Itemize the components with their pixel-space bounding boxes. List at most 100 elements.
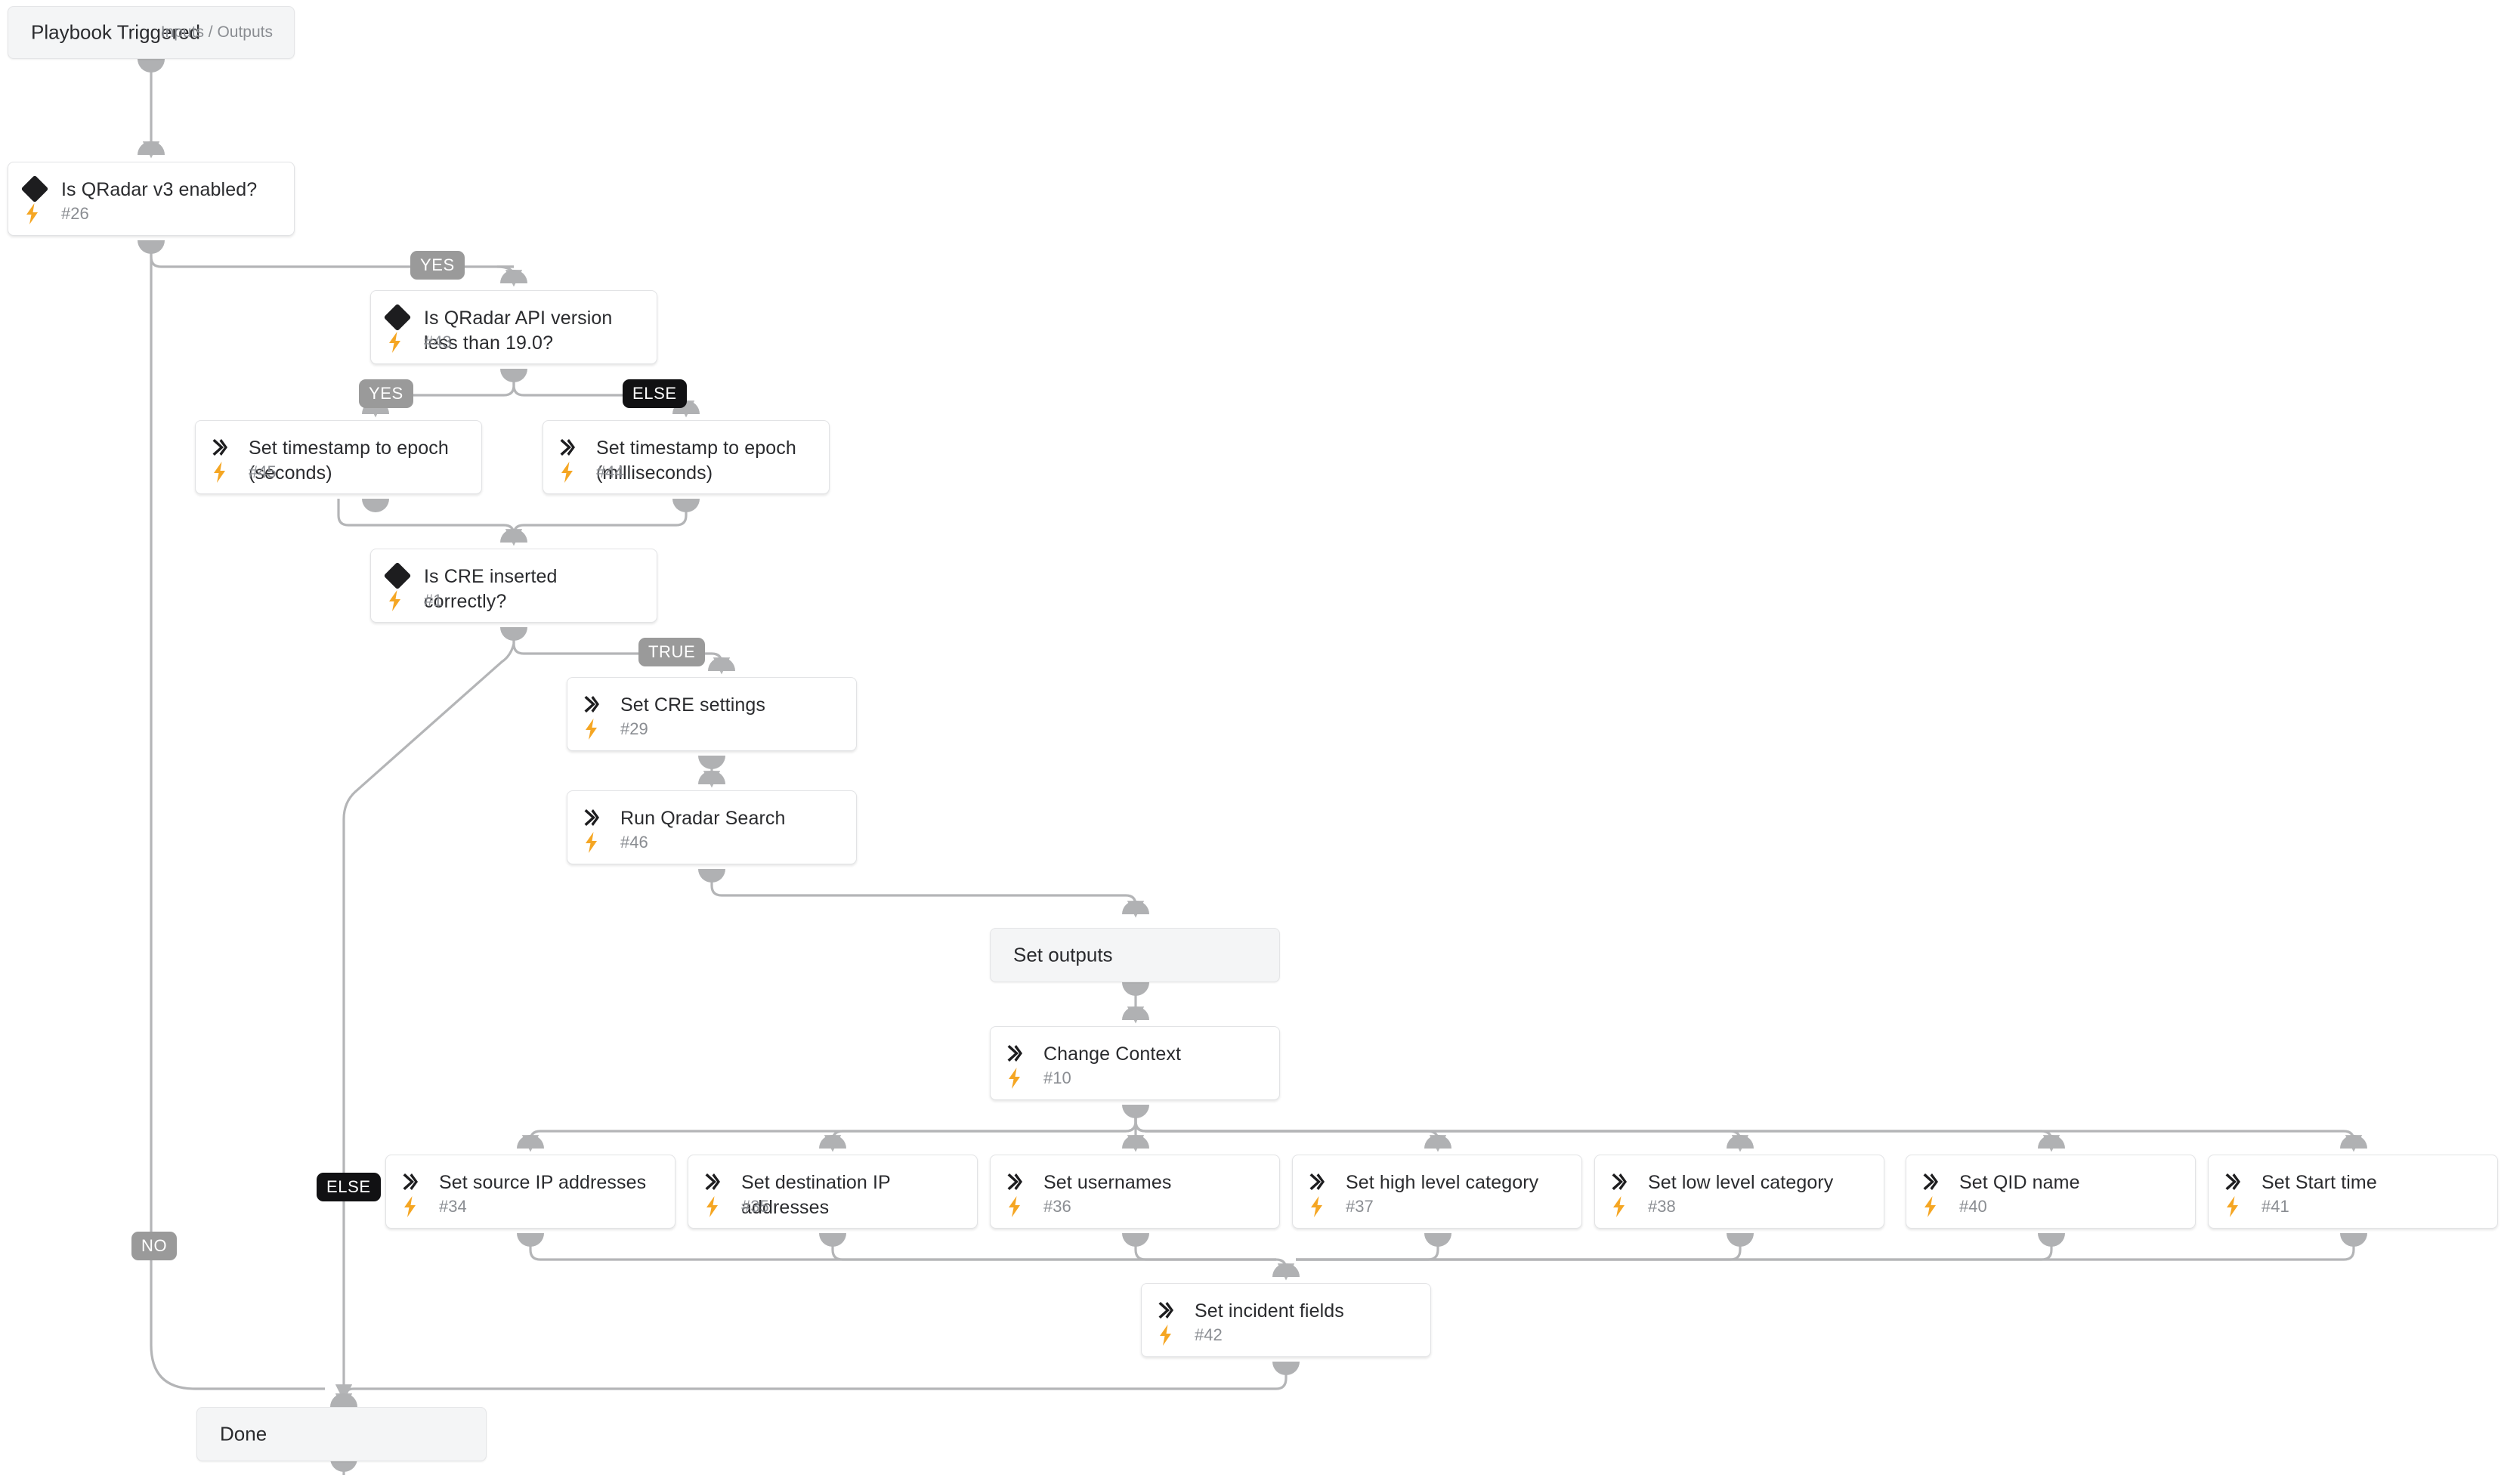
flow-node-n36[interactable]: Set usernames #36 xyxy=(990,1155,1280,1229)
node-id-ref: #42 xyxy=(1195,1325,1223,1344)
node-footer-row: #37 xyxy=(1293,1196,1581,1217)
flow-node-n34[interactable]: Set source IP addresses #34 xyxy=(385,1155,675,1229)
node-title-row: Set destination IP addresses xyxy=(688,1155,977,1220)
lightning-icon xyxy=(212,462,238,483)
flow-node-n41[interactable]: Set Start time#41 xyxy=(2208,1155,2498,1229)
node-footer-row: #45 xyxy=(196,462,481,483)
flow-node-n38[interactable]: Set low level category #38 xyxy=(1594,1155,1884,1229)
lightning-icon xyxy=(1612,1196,1637,1217)
chevron-icon xyxy=(584,808,610,827)
node-footer-row: #44 xyxy=(543,462,829,483)
node-label: Set CRE settings xyxy=(620,694,765,716)
flow-node-n1[interactable]: Is CRE inserted correctly?#1 xyxy=(370,549,657,623)
chevron-icon xyxy=(1309,1172,1335,1192)
node-footer-row: #42 xyxy=(1142,1325,1430,1346)
node-id-ref: #36 xyxy=(1043,1197,1071,1216)
node-title-row: Is QRadar API version less than 19.0? xyxy=(371,291,657,356)
flow-node-n10[interactable]: Change Context#10 xyxy=(990,1026,1280,1100)
node-footer-row: #40 xyxy=(1906,1196,2195,1217)
chevron-icon xyxy=(584,694,610,714)
chevron-icon xyxy=(2225,1172,2251,1192)
node-id-ref: #41 xyxy=(2261,1197,2289,1216)
flow-node-n37[interactable]: Set high level category #37 xyxy=(1292,1155,1582,1229)
node-footer-row: #38 xyxy=(1595,1196,1884,1217)
node-footer-row: #10 xyxy=(991,1068,1279,1089)
node-id-ref: #38 xyxy=(1648,1197,1676,1216)
done-node[interactable]: Done xyxy=(196,1407,487,1461)
flow-node-n43[interactable]: Is QRadar API version less than 19.0?#43 xyxy=(370,290,657,364)
node-title-row: Set high level category xyxy=(1293,1155,1581,1195)
chevron-icon xyxy=(1158,1300,1184,1320)
node-footer-row: #29 xyxy=(567,719,856,740)
node-title-row: Run Qradar Search xyxy=(567,791,856,831)
chevron-icon xyxy=(1612,1172,1637,1192)
flow-node-n35[interactable]: Set destination IP addresses#35 xyxy=(688,1155,978,1229)
lightning-icon xyxy=(1309,1196,1335,1217)
lightning-icon xyxy=(388,332,413,353)
flow-node-n29[interactable]: Set CRE settings #29 xyxy=(567,677,857,751)
chevron-icon xyxy=(560,437,586,457)
branch-badge-true-3[interactable]: TRUE xyxy=(638,638,706,666)
flow-node-n40[interactable]: Set QID name#40 xyxy=(1906,1155,2196,1229)
node-label: Set usernames xyxy=(1043,1172,1172,1193)
node-title-row: Set timestamp to epoch (milliseconds) xyxy=(543,421,829,486)
flow-node-n46[interactable]: Run Qradar Search #46 xyxy=(567,790,857,864)
done-label: Done xyxy=(220,1422,267,1445)
node-title-row: Set CRE settings xyxy=(567,678,856,718)
node-id-ref: #26 xyxy=(61,204,89,223)
node-title-row: Set low level category xyxy=(1595,1155,1884,1195)
branch-badge-else-2[interactable]: ELSE xyxy=(623,379,687,408)
diamond-icon xyxy=(383,561,413,590)
node-label: Is QRadar API version less than 19.0? xyxy=(424,308,613,354)
lightning-icon xyxy=(1007,1068,1033,1089)
node-title-row: Set usernames xyxy=(991,1155,1279,1195)
node-footer-row: #35 xyxy=(688,1196,977,1217)
node-label: Set timestamp to epoch (milliseconds) xyxy=(596,437,796,484)
node-id-ref: #34 xyxy=(439,1197,467,1216)
lightning-icon xyxy=(1158,1325,1184,1346)
branch-badge-yes-1[interactable]: YES xyxy=(359,379,413,408)
lightning-icon xyxy=(1923,1196,1949,1217)
inputs-outputs-link[interactable]: Inputs / Outputs xyxy=(160,23,273,41)
set-outputs-label: Set outputs xyxy=(1013,943,1113,966)
flow-node-n44[interactable]: Set timestamp to epoch (milliseconds)#44 xyxy=(543,420,830,494)
chevron-icon xyxy=(1007,1172,1033,1192)
branch-badge-else-4[interactable]: ELSE xyxy=(317,1173,381,1201)
playbook-trigger-node[interactable]: Playbook Triggered Inputs / Outputs xyxy=(8,6,295,59)
node-footer-row: #46 xyxy=(567,832,856,853)
flow-node-n26[interactable]: Is QRadar v3 enabled? #26 xyxy=(8,162,295,236)
node-label: Run Qradar Search xyxy=(620,808,786,829)
node-title-row: Is CRE inserted correctly? xyxy=(371,549,657,614)
node-id-ref: #29 xyxy=(620,719,648,738)
node-footer-row: #36 xyxy=(991,1196,1279,1217)
node-label: Is QRadar v3 enabled? xyxy=(61,179,258,200)
lightning-icon xyxy=(1007,1196,1033,1217)
diamond-icon xyxy=(20,175,51,203)
set-outputs-node[interactable]: Set outputs xyxy=(990,928,1280,982)
flow-node-n42[interactable]: Set incident fields #42 xyxy=(1141,1283,1431,1357)
lightning-icon xyxy=(560,462,586,483)
lightning-icon xyxy=(2225,1196,2251,1217)
chevron-icon xyxy=(403,1172,428,1192)
branch-badge-yes-0[interactable]: YES xyxy=(410,251,465,280)
node-footer-row: #41 xyxy=(2209,1196,2497,1217)
node-footer-row: #1 xyxy=(371,590,657,611)
node-label: Set destination IP addresses xyxy=(741,1172,891,1218)
branch-badge-no-5[interactable]: NO xyxy=(131,1232,178,1260)
node-label: Set source IP addresses xyxy=(439,1172,647,1193)
node-id-ref: #45 xyxy=(249,462,277,481)
node-label: Set incident fields xyxy=(1195,1300,1344,1322)
node-title-row: Change Context xyxy=(991,1027,1279,1067)
node-id-ref: #1 xyxy=(424,591,443,610)
node-id-ref: #40 xyxy=(1959,1197,1987,1216)
node-id-ref: #44 xyxy=(596,462,624,481)
node-id-ref: #10 xyxy=(1043,1068,1071,1087)
chevron-icon xyxy=(212,437,238,457)
node-id-ref: #37 xyxy=(1346,1197,1374,1216)
node-footer-row: #26 xyxy=(8,203,294,224)
flow-node-n45[interactable]: Set timestamp to epoch (seconds)#45 xyxy=(195,420,482,494)
lightning-icon xyxy=(584,719,610,740)
chevron-icon xyxy=(1923,1172,1949,1192)
